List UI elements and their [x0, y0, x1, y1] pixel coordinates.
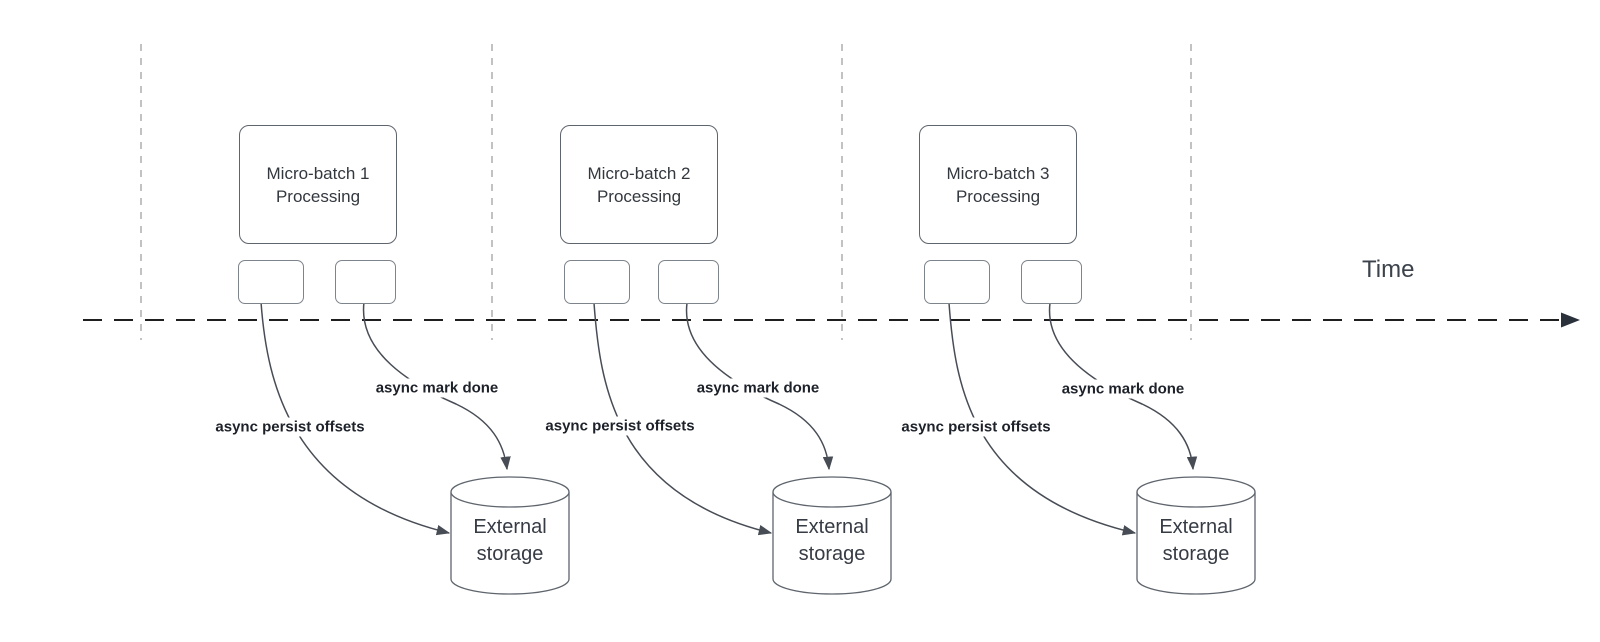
process-box-title-line1: Micro-batch 3	[946, 163, 1050, 183]
process-box-title-line2: Processing	[955, 186, 1041, 206]
time-label: Time	[1362, 256, 1415, 283]
persist-offsets-label-2: async persist offsets	[541, 416, 699, 436]
external-storage-cylinder-1	[450, 476, 570, 595]
external-storage-label-2: External storage	[795, 516, 869, 565]
process-box-title-line1: Micro-batch 2	[587, 163, 691, 183]
mark-done-label-2: async mark done	[692, 378, 824, 398]
mark-done-arrow-2	[685, 302, 834, 471]
process-box-title-line2: Processing	[275, 186, 361, 206]
task-box-persist-2	[564, 260, 630, 304]
mark-done-label-1: async mark done	[371, 378, 503, 398]
external-storage-label-1: External storage	[473, 516, 547, 565]
task-box-persist-1	[238, 260, 304, 304]
task-box-persist-3	[924, 260, 990, 304]
mark-done-label-3: async mark done	[1057, 379, 1189, 399]
mark-done-arrow-3	[1048, 302, 1198, 471]
process-box-title-line1: Micro-batch 1	[266, 163, 370, 183]
process-box-3: Micro-batch 3 Processing	[919, 125, 1077, 244]
mark-done-arrow-1	[362, 301, 511, 471]
external-storage-cylinder-2	[772, 476, 892, 595]
process-box-1: Micro-batch 1 Processing	[239, 125, 397, 244]
time-axis-arrowhead-icon	[1561, 312, 1580, 328]
process-box-2: Micro-batch 2 Processing	[560, 125, 718, 244]
external-storage-cylinder-3	[1136, 476, 1256, 595]
task-box-mark-2	[658, 260, 719, 304]
process-box-title-line2: Processing	[596, 186, 682, 206]
persist-offsets-label-3: async persist offsets	[897, 417, 1055, 437]
persist-offsets-label-1: async persist offsets	[211, 417, 369, 437]
external-storage-label-3: External storage	[1159, 516, 1233, 565]
task-box-mark-3	[1021, 260, 1082, 304]
task-box-mark-1	[335, 260, 396, 304]
